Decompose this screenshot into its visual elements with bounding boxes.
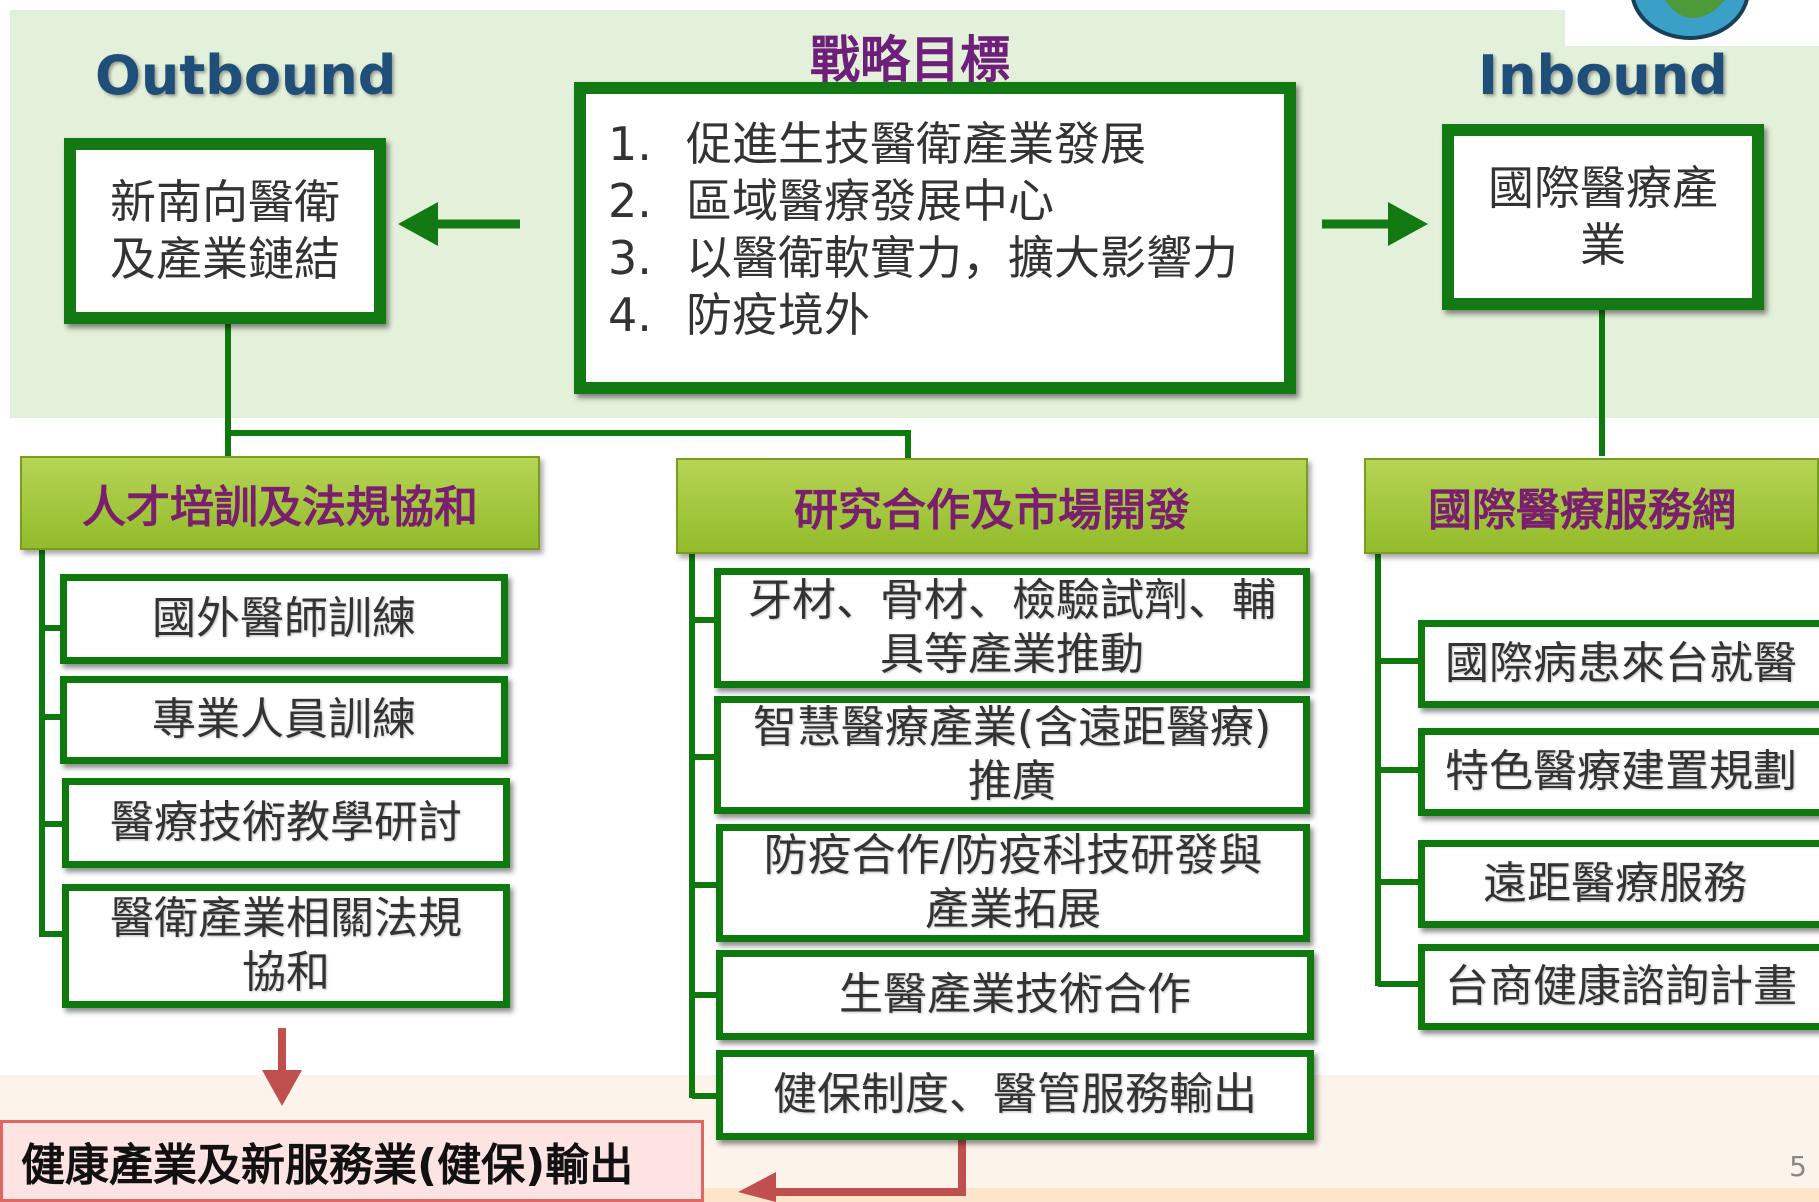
middle-item: 生醫產業技術合作 bbox=[716, 950, 1314, 1040]
category-international-medical: 國際醫療服務網 bbox=[1364, 458, 1819, 554]
outbound-heading: Outbound bbox=[95, 44, 397, 107]
output-background-strip bbox=[700, 1188, 1819, 1202]
goal-item: 2.區域醫療發展中心 bbox=[608, 174, 1054, 228]
goal-item: 3.以醫衛軟實力，擴大影響力 bbox=[608, 231, 1238, 285]
goal-item: 1.促進生技醫衛產業發展 bbox=[608, 117, 1146, 171]
middle-item: 防疫合作/防疫科技研發與產業拓展 bbox=[716, 824, 1310, 942]
inbound-heading: Inbound bbox=[1478, 44, 1728, 107]
category-research-market: 研究合作及市場開發 bbox=[676, 458, 1308, 554]
page-number: 5 bbox=[1789, 1150, 1807, 1183]
globe-logo-area bbox=[1565, 0, 1819, 46]
right-item: 特色醫療建置規劃 bbox=[1418, 728, 1819, 816]
middle-item: 智慧醫療產業(含遠距醫療)推廣 bbox=[714, 696, 1310, 814]
outbound-box: 新南向醫衛及產業鏈結 bbox=[64, 138, 386, 324]
left-item: 醫衛產業相關法規協和 bbox=[62, 884, 510, 1008]
left-item: 專業人員訓練 bbox=[60, 676, 508, 764]
strategy-goals-box: 1.促進生技醫衛產業發展 2.區域醫療發展中心 3.以醫衛軟實力，擴大影響力 4… bbox=[574, 82, 1296, 394]
inbound-box: 國際醫療產業 bbox=[1442, 124, 1764, 310]
right-item: 台商健康諮詢計畫 bbox=[1418, 944, 1819, 1030]
strategy-title: 戰略目標 bbox=[810, 31, 1010, 89]
left-item: 醫療技術教學研討 bbox=[62, 778, 510, 868]
output-box: 健康產業及新服務業(健保)輸出 bbox=[0, 1120, 704, 1202]
goal-item: 4.防疫境外 bbox=[608, 288, 870, 342]
middle-item: 健保制度、醫管服務輸出 bbox=[716, 1050, 1314, 1140]
left-item: 國外醫師訓練 bbox=[60, 574, 508, 664]
right-item: 遠距醫療服務 bbox=[1418, 840, 1819, 928]
category-talent-training: 人才培訓及法規協和 bbox=[20, 456, 540, 550]
right-item: 國際病患來台就醫 bbox=[1418, 620, 1819, 708]
globe-icon bbox=[1631, 0, 1749, 40]
middle-item: 牙材、骨材、檢驗試劑、輔具等產業推動 bbox=[714, 568, 1310, 688]
